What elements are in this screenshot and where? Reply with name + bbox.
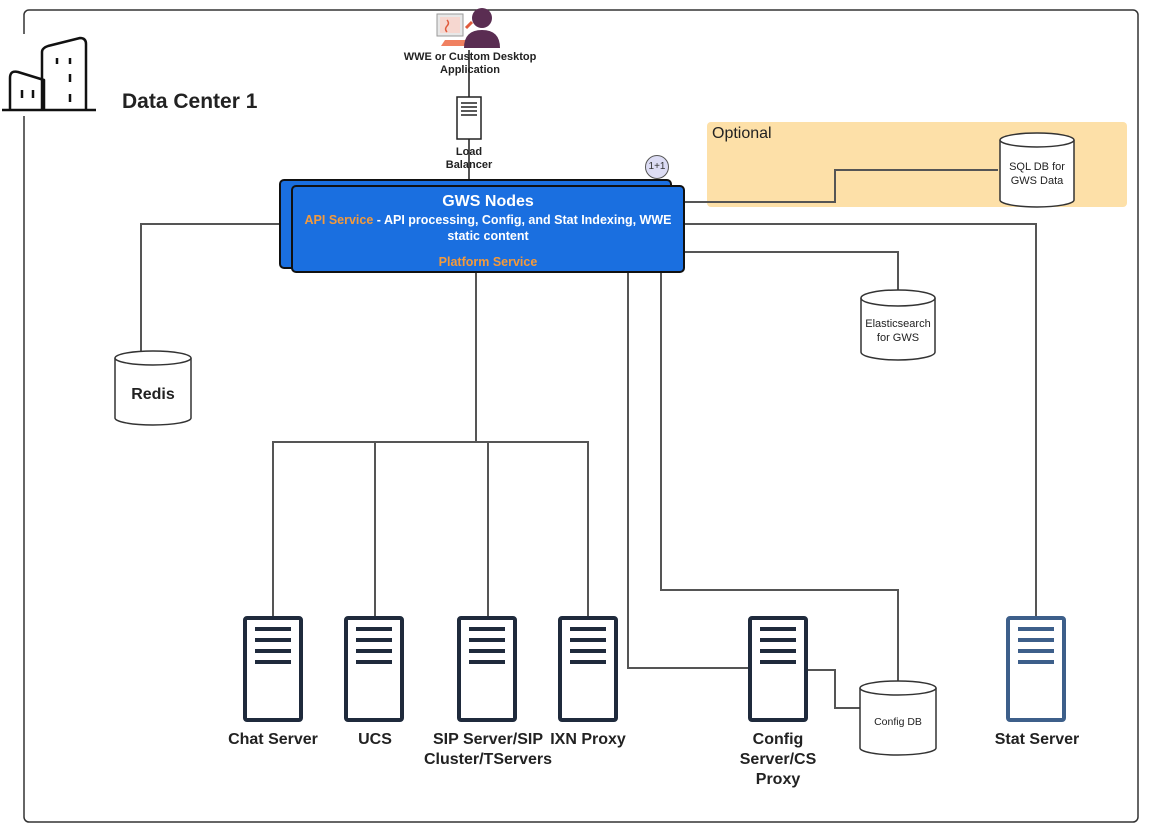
server-icon-sip <box>457 616 517 722</box>
data-center-boundary <box>23 9 1139 823</box>
config-server-label: Config Server/CS Proxy <box>739 731 817 788</box>
server-icon-ucs <box>344 616 404 722</box>
chat-server-label: Chat Server <box>228 731 318 748</box>
server-icon-config <box>748 616 808 722</box>
config-db-cylinder <box>859 680 937 756</box>
gws-nodes-box[interactable]: GWS Nodes API Service - API processing, … <box>292 186 684 272</box>
redis-label: Redis <box>131 386 175 403</box>
api-service-description: API Service - API processing, Config, an… <box>292 212 684 244</box>
gws-nodes-title: GWS Nodes <box>442 193 534 210</box>
stat-server-label: Stat Server <box>994 731 1080 748</box>
elasticsearch-label: Elasticsearch for GWS <box>865 318 931 344</box>
sql-db-label: SQL DB for GWS Data <box>1009 161 1065 187</box>
optional-zone-label: Optional <box>712 125 772 142</box>
page-title: Data Center 1 <box>122 90 258 113</box>
redundancy-badge: 1+1 <box>645 155 669 179</box>
elasticsearch-cylinder <box>860 289 936 361</box>
platform-service-label: Platform Service <box>438 255 538 269</box>
server-icon-stat <box>1006 616 1066 722</box>
server-icon-ixn <box>558 616 618 722</box>
gws-node-front <box>291 185 685 273</box>
connectors <box>140 50 1037 709</box>
sip-server-label: SIP Server/SIP Cluster/TServers <box>423 731 553 768</box>
load-balancer-icon <box>456 96 482 140</box>
api-service-label: API Service <box>304 213 374 227</box>
load-balancer-label: Load Balancer <box>445 146 493 171</box>
agent-headset-icon <box>436 8 500 48</box>
ucs-label: UCS <box>358 731 392 748</box>
server-icon-chat <box>243 616 303 722</box>
api-service-desc: - API processing, Config, and Stat Index… <box>373 213 672 243</box>
agent-app-label: WWE or Custom Desktop Application <box>403 51 537 76</box>
ixn-proxy-label: IXN Proxy <box>550 731 626 748</box>
sql-db-cylinder <box>999 132 1075 208</box>
building-icon <box>2 36 96 112</box>
redis-cylinder <box>114 350 192 426</box>
config-db-label: Config DB <box>874 716 922 728</box>
